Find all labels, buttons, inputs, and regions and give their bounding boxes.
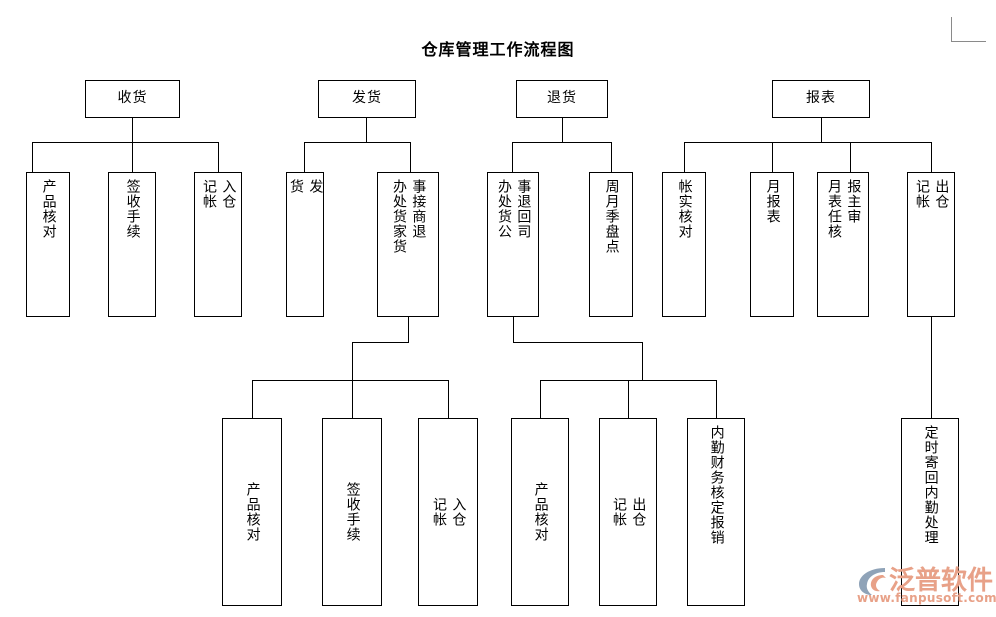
connector-vertical xyxy=(931,142,932,172)
node-shipping-root[interactable]: 发货 xyxy=(318,80,416,118)
connector-vertical xyxy=(132,142,133,172)
connector-vertical xyxy=(448,380,449,418)
node-label: 报表 xyxy=(806,90,836,107)
page-margin-corner-icon xyxy=(951,17,986,42)
connector-horizontal xyxy=(684,142,931,143)
connector-vertical xyxy=(611,142,612,172)
connector-horizontal xyxy=(32,142,218,143)
node-label: 退货 xyxy=(547,90,577,107)
node-label: 产品核对 xyxy=(244,482,261,542)
connector-vertical xyxy=(642,342,643,380)
connector-vertical xyxy=(32,142,33,172)
connector-horizontal xyxy=(252,380,448,381)
connector-vertical xyxy=(821,118,822,142)
node-label: 发货 xyxy=(352,90,382,107)
node-returns-sub-product-check[interactable]: 产品核对 xyxy=(511,418,569,606)
connector-horizontal xyxy=(513,342,642,343)
connector-vertical xyxy=(850,142,851,172)
node-reports-manager-review[interactable]: 报主审 月表任核 xyxy=(817,172,869,317)
node-reports-sub-mail-back[interactable]: 定时寄回内勤处理 xyxy=(901,418,959,606)
node-returns-root[interactable]: 退货 xyxy=(516,80,608,118)
connector-vertical xyxy=(513,317,514,342)
node-label: 签收手续 xyxy=(344,482,361,542)
node-label: 签收手续 xyxy=(124,179,141,239)
node-returns-sub-finance-reimburse[interactable]: 内勤财务核定报销 xyxy=(687,418,745,606)
connector-vertical xyxy=(408,317,409,342)
connector-horizontal xyxy=(352,342,409,343)
node-receiving-product-check[interactable]: 产品核对 xyxy=(26,172,70,317)
node-label: 发 货 xyxy=(288,179,324,194)
node-label: 月报表 xyxy=(764,179,781,224)
node-label: 定时寄回内勤处理 xyxy=(922,425,939,545)
node-label: 收货 xyxy=(117,90,148,107)
node-label: 周月季盘点 xyxy=(603,179,620,254)
connector-horizontal xyxy=(512,142,612,143)
node-shipping-dispatch[interactable]: 发 货 xyxy=(286,172,324,317)
node-label: 出仓 记帐 xyxy=(914,179,950,209)
node-shipping-sub-product-check[interactable]: 产品核对 xyxy=(222,418,282,606)
node-reports-root[interactable]: 报表 xyxy=(772,80,870,118)
connector-vertical xyxy=(512,142,513,172)
connector-vertical xyxy=(218,142,219,172)
node-returns-to-company[interactable]: 事退回司 办处货公 xyxy=(487,172,539,317)
node-returns-sub-outstore-record[interactable]: 出仓 记帐 xyxy=(599,418,657,606)
node-label: 产品核对 xyxy=(40,179,57,239)
node-label-col-left: 办处货公 xyxy=(496,179,512,239)
node-label: 帐实核对 xyxy=(676,179,693,239)
node-shipping-sub-instore-record[interactable]: 入仓 记帐 xyxy=(418,418,478,606)
node-reports-monthly[interactable]: 月报表 xyxy=(750,172,794,317)
node-label-col-left: 月表任核 xyxy=(826,179,842,239)
connector-vertical xyxy=(931,317,932,418)
connector-vertical xyxy=(366,118,367,142)
connector-vertical xyxy=(410,142,411,172)
node-label: 入仓 记帐 xyxy=(431,497,467,527)
connector-horizontal xyxy=(304,142,411,143)
connector-vertical xyxy=(252,380,253,418)
connector-vertical xyxy=(716,380,717,418)
node-shipping-merchant-return[interactable]: 事接商退 办处货家货 xyxy=(377,172,439,317)
connector-vertical xyxy=(628,380,629,418)
connector-vertical xyxy=(132,118,133,142)
node-label-col-right: 事退回司 xyxy=(515,179,532,239)
node-receiving-root[interactable]: 收货 xyxy=(85,80,180,118)
node-returns-inventory-count[interactable]: 周月季盘点 xyxy=(589,172,633,317)
fanpu-swoosh-logo-icon xyxy=(859,568,886,595)
connector-vertical xyxy=(772,142,773,172)
connector-vertical xyxy=(562,118,563,142)
connector-vertical xyxy=(684,142,685,172)
node-reports-ledger-check[interactable]: 帐实核对 xyxy=(662,172,706,317)
node-shipping-sub-signoff[interactable]: 签收手续 xyxy=(322,418,382,606)
node-receiving-signoff[interactable]: 签收手续 xyxy=(108,172,156,317)
connector-vertical xyxy=(352,342,353,380)
connector-vertical xyxy=(540,380,541,418)
node-label-col-right: 事接商退 xyxy=(410,179,427,239)
node-label-col-left: 办处货家货 xyxy=(391,179,407,254)
node-label-col-right: 报主审 xyxy=(845,179,862,224)
node-label: 内勤财务核定报销 xyxy=(708,425,725,545)
node-label: 产品核对 xyxy=(532,482,549,542)
connector-vertical xyxy=(352,380,353,418)
node-reports-outstore-record[interactable]: 出仓 记帐 xyxy=(907,172,955,317)
node-label: 出仓 记帐 xyxy=(611,497,647,527)
node-receiving-instore-record[interactable]: 入仓 记帐 xyxy=(194,172,242,317)
node-label: 入仓 记帐 xyxy=(201,179,237,209)
connector-vertical xyxy=(304,142,305,172)
page-title: 仓库管理工作流程图 xyxy=(421,40,575,59)
